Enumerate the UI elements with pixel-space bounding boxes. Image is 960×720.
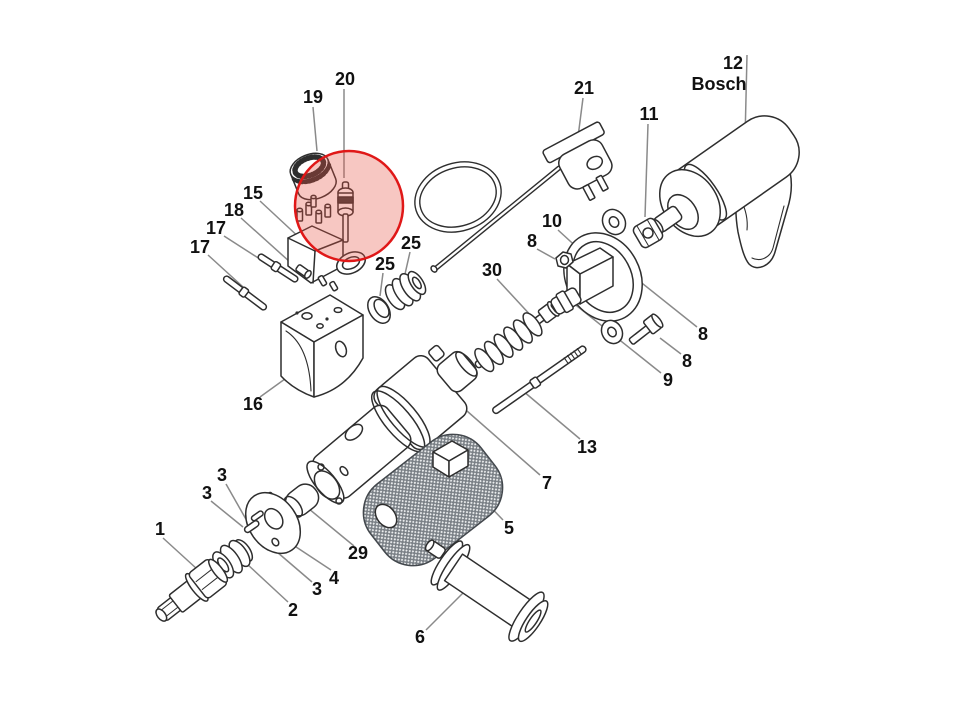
leader-line-13: [522, 390, 581, 440]
part-8-nut: [555, 251, 574, 269]
part-label-3b: 3: [202, 483, 212, 503]
part-label-11: 11: [639, 104, 658, 124]
part-label-25b: 25: [375, 254, 395, 274]
leader-line-21: [577, 97, 584, 138]
part-label-17a: 17: [206, 218, 226, 238]
part-label-29: 29: [348, 543, 368, 563]
part-3-pin-a: [243, 519, 260, 534]
part-label-18: 18: [224, 200, 244, 220]
leader-line-29: [302, 503, 355, 547]
part-label-9: 9: [663, 370, 673, 390]
part-label-19: 19: [303, 87, 323, 107]
line-art-layer: [155, 115, 800, 643]
part-label-10: 10: [542, 211, 562, 231]
leader-line-8a: [536, 248, 556, 260]
part-label-12: 12: [723, 53, 743, 73]
part-label-30: 30: [482, 260, 502, 280]
leader-line-8c: [659, 337, 682, 355]
leader-line-1: [162, 537, 198, 570]
leader-line-2: [246, 563, 289, 603]
part-13-rod: [492, 345, 587, 415]
part-label-20: 20: [335, 69, 355, 89]
part-16-bracket: [280, 294, 364, 398]
part-label-2: 2: [288, 600, 298, 620]
part-25-ring: [367, 296, 391, 324]
part-label-7: 7: [542, 473, 552, 493]
part-label-16: 16: [243, 394, 263, 414]
part-9-clamp: [550, 287, 582, 315]
part-label-8c: 8: [682, 351, 692, 371]
part-label-21: 21: [574, 78, 594, 98]
part-label-3c: 3: [312, 579, 322, 599]
part-6-handle: [424, 539, 549, 643]
leader-line-3b: [210, 500, 244, 528]
part-25-fitting: [384, 270, 427, 311]
part-label-1: 1: [155, 519, 165, 539]
part-8-bolt: [628, 313, 664, 345]
leader-line-11: [644, 123, 649, 218]
leader-line-7: [458, 403, 541, 476]
part-7-cylinder: [306, 344, 478, 505]
part-17-pin-lower: [222, 275, 268, 311]
part-label-17b: 17: [190, 237, 210, 257]
leader-line-19: [312, 106, 318, 152]
part-20-valve: [337, 181, 354, 243]
part-label-6: 6: [415, 627, 425, 647]
part-21-cable: [414, 161, 562, 273]
part-5-mesh-guard: [362, 433, 504, 567]
part-label-5: 5: [504, 518, 514, 538]
part-label-15: 15: [243, 183, 263, 203]
part-21-ignition-coil: [542, 121, 613, 201]
part-17-pin-upper: [257, 253, 299, 283]
part-label-4: 4: [329, 568, 339, 588]
part-label-3a: 3: [217, 465, 227, 485]
part-label-25a: 25: [401, 233, 421, 253]
leader-line-3c: [276, 551, 313, 583]
part-18-screw: [295, 264, 312, 279]
part-4-hub-disc: [244, 491, 302, 555]
leader-line-25a: [404, 251, 411, 275]
brand-label-bosch: Bosch: [691, 74, 746, 94]
part-12-bosch-tool: [650, 115, 800, 269]
leader-line-6: [425, 587, 469, 631]
part-label-13: 13: [577, 437, 597, 457]
leader-line-8b: [632, 275, 698, 328]
highlight-circle: [293, 149, 405, 263]
leader-line-25b: [379, 272, 384, 297]
part-3-pin-b: [250, 510, 264, 522]
leader-line-3a: [225, 483, 248, 522]
part-label-8b: 8: [698, 324, 708, 344]
part-10-bearing-flange: [563, 208, 643, 345]
part-1-spindle-bolt: [155, 558, 229, 622]
part-11-nut: [632, 217, 664, 249]
part-label-8a: 8: [527, 231, 537, 251]
part-19-knurled-cap: [289, 152, 337, 201]
part-2-collar: [212, 538, 254, 579]
